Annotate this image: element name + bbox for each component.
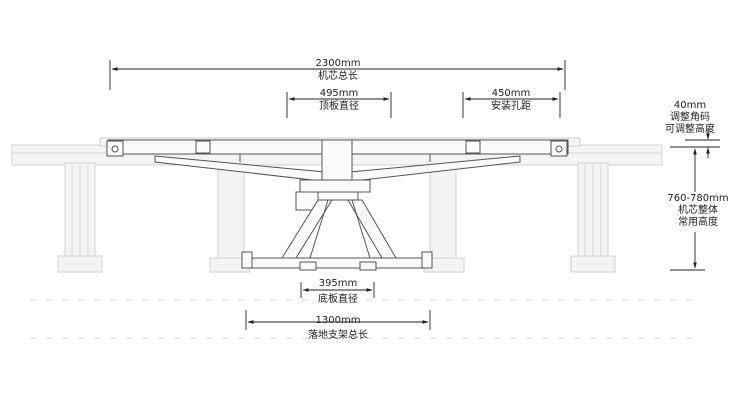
arm-end-clamp-right xyxy=(465,140,568,157)
floor-stand xyxy=(241,199,433,271)
adjust-corner-label-1: 调整角码 xyxy=(670,110,710,123)
base-plate-value: 395mm xyxy=(319,278,358,289)
base-plate-label: 底板直径 xyxy=(318,292,358,305)
dim-base-plate: 395mm 底板直径 xyxy=(300,278,375,305)
table-leg-inner-left-ghost xyxy=(209,164,251,273)
dim-top-plate: 495mm 顶板直径 xyxy=(286,88,392,118)
dim-hole-spacing: 450mm 安装孔距 xyxy=(462,88,561,118)
table-leg-left-ghost xyxy=(57,162,103,273)
top-plate-label: 顶板直径 xyxy=(319,99,359,112)
overall-height-label-2: 常用高度 xyxy=(678,215,718,228)
dim-adjust-corner: 40mm 调整角码 可调整高度 xyxy=(665,100,720,158)
stand-length-label: 落地支架总长 xyxy=(308,328,368,341)
overall-height-value: 760-780mm xyxy=(667,193,728,204)
central-column xyxy=(295,139,371,211)
adjust-corner-label-2: 可调整高度 xyxy=(665,122,715,135)
stand-length-value: 1300mm xyxy=(316,315,361,326)
dim-total-length: 2300mm 机芯总长 xyxy=(109,58,566,90)
arm-end-clamp-left xyxy=(106,140,211,157)
background-table-ghost xyxy=(11,137,700,339)
total-length-label: 机芯总长 xyxy=(318,69,358,82)
dim-overall-height: 760-780mm 机芯整体 常用高度 xyxy=(667,146,729,271)
table-leg-right-ghost xyxy=(570,162,616,273)
top-plate-value: 495mm xyxy=(320,88,359,99)
total-length-value: 2300mm xyxy=(316,58,361,69)
dim-stand-length: 1300mm 落地支架总长 xyxy=(245,310,431,341)
overall-height-label-1: 机芯整体 xyxy=(678,203,718,216)
hole-spacing-label: 安装孔距 xyxy=(491,99,531,112)
adjust-corner-value: 40mm xyxy=(674,100,706,111)
hole-spacing-value: 450mm xyxy=(492,88,531,99)
table-leg-inner-right-ghost xyxy=(423,164,465,273)
